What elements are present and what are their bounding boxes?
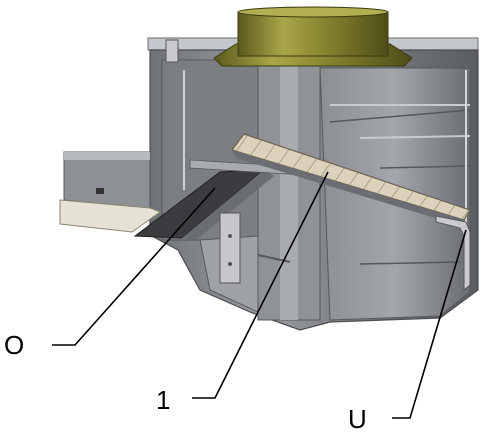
shelf-3 bbox=[359, 135, 471, 139]
center-column-highlight bbox=[280, 62, 298, 320]
bracket-u bbox=[435, 215, 471, 292]
hatched-insert-1 bbox=[231, 133, 471, 226]
label-o: O bbox=[4, 330, 24, 360]
leader-o bbox=[52, 187, 216, 346]
small-bolt bbox=[96, 188, 104, 194]
flange-cylinder bbox=[237, 11, 389, 57]
label-1: 1 bbox=[156, 385, 170, 415]
chute-floor bbox=[59, 199, 162, 233]
flange-top bbox=[237, 6, 389, 18]
deflector-plate-o bbox=[133, 159, 321, 240]
inlet-flange bbox=[213, 6, 413, 67]
access-plate bbox=[219, 212, 241, 284]
housing bbox=[147, 37, 479, 331]
label-u: U bbox=[348, 404, 367, 434]
top-knob bbox=[165, 39, 179, 63]
lower-chamber bbox=[199, 212, 291, 313]
shelf-4 bbox=[379, 165, 471, 169]
leader-1 bbox=[192, 171, 329, 399]
leader-u bbox=[392, 229, 467, 419]
left-chute-box bbox=[59, 151, 162, 233]
callout-leaders bbox=[52, 171, 467, 419]
shelf-2 bbox=[329, 109, 471, 123]
